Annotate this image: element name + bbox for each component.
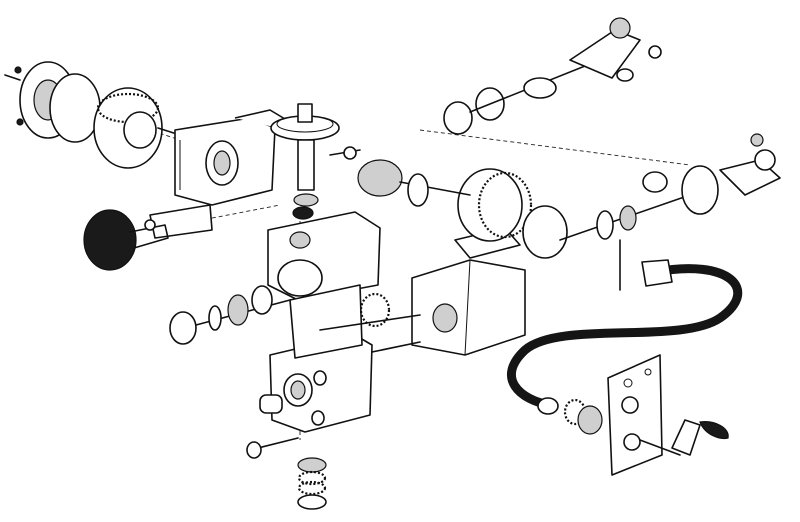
- bevel-gear-icon: [93, 87, 181, 169]
- hose-icon: [507, 259, 743, 426]
- gearbox-housing-upper: [149, 109, 291, 239]
- main-column-housing: [259, 211, 381, 433]
- knob-icon: [83, 209, 169, 271]
- oil-cup-icon: [270, 103, 361, 245]
- spring-icon: [246, 437, 327, 510]
- dividing-head-icon: [4, 61, 101, 143]
- gauge-icon: [169, 285, 291, 345]
- linkage-icon: [559, 133, 781, 291]
- crank-icon: [577, 354, 729, 476]
- arm-assembly-top-right: [443, 17, 662, 135]
- central-gearbox: [319, 159, 568, 356]
